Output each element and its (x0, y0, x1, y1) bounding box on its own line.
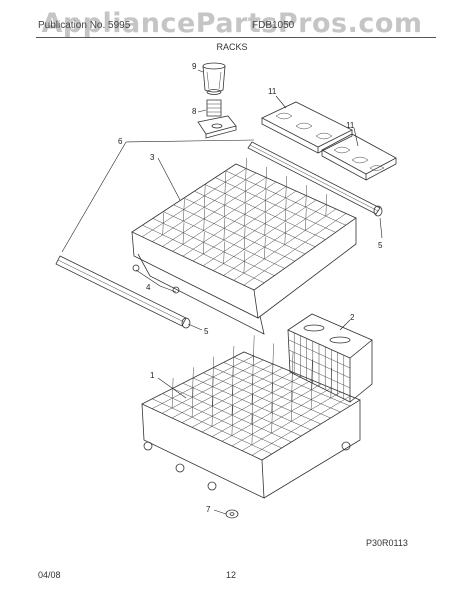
callout-6: 6 (118, 137, 123, 146)
revision-date: 04/08 (38, 570, 61, 580)
model-number: FDB1050 (252, 20, 295, 31)
drawing-code: P30R0113 (366, 538, 408, 548)
callout-11b: 11 (346, 121, 355, 130)
part-1-lower-rack[interactable] (141, 335, 361, 499)
part-3-upper-rack[interactable] (131, 157, 357, 335)
part-11-cup-shelf-top[interactable] (261, 101, 353, 154)
publication-number: Publication No. 5995 (38, 20, 131, 31)
callout-8: 8 (192, 107, 197, 116)
part-2-silverware-basket[interactable] (287, 313, 373, 403)
part-7-rack-roller[interactable] (225, 509, 239, 519)
callout-9: 9 (192, 62, 197, 71)
part-6-rack-rail-left[interactable] (55, 255, 191, 329)
callout-2: 2 (350, 313, 355, 322)
part-6-rack-rail-right[interactable] (247, 141, 383, 217)
callout-5b: 5 (204, 327, 209, 336)
callout-5a: 5 (378, 241, 383, 250)
section-title: RACKS (216, 42, 248, 52)
part-8-spray-arm-mount[interactable] (197, 99, 237, 139)
header-rule (36, 37, 436, 38)
callout-4: 4 (146, 283, 151, 292)
callout-1: 1 (150, 371, 155, 380)
callout-7: 7 (206, 505, 211, 514)
watermark-logo: AppliancePartsPros.com (41, 8, 423, 39)
part-11-cup-shelf-bottom[interactable] (321, 133, 397, 181)
page-number: 12 (226, 570, 237, 580)
callout-3: 3 (150, 153, 155, 162)
leader-lines (61, 69, 383, 515)
callout-11a: 11 (268, 87, 277, 96)
part-9-spray-arm-top[interactable] (202, 62, 226, 95)
